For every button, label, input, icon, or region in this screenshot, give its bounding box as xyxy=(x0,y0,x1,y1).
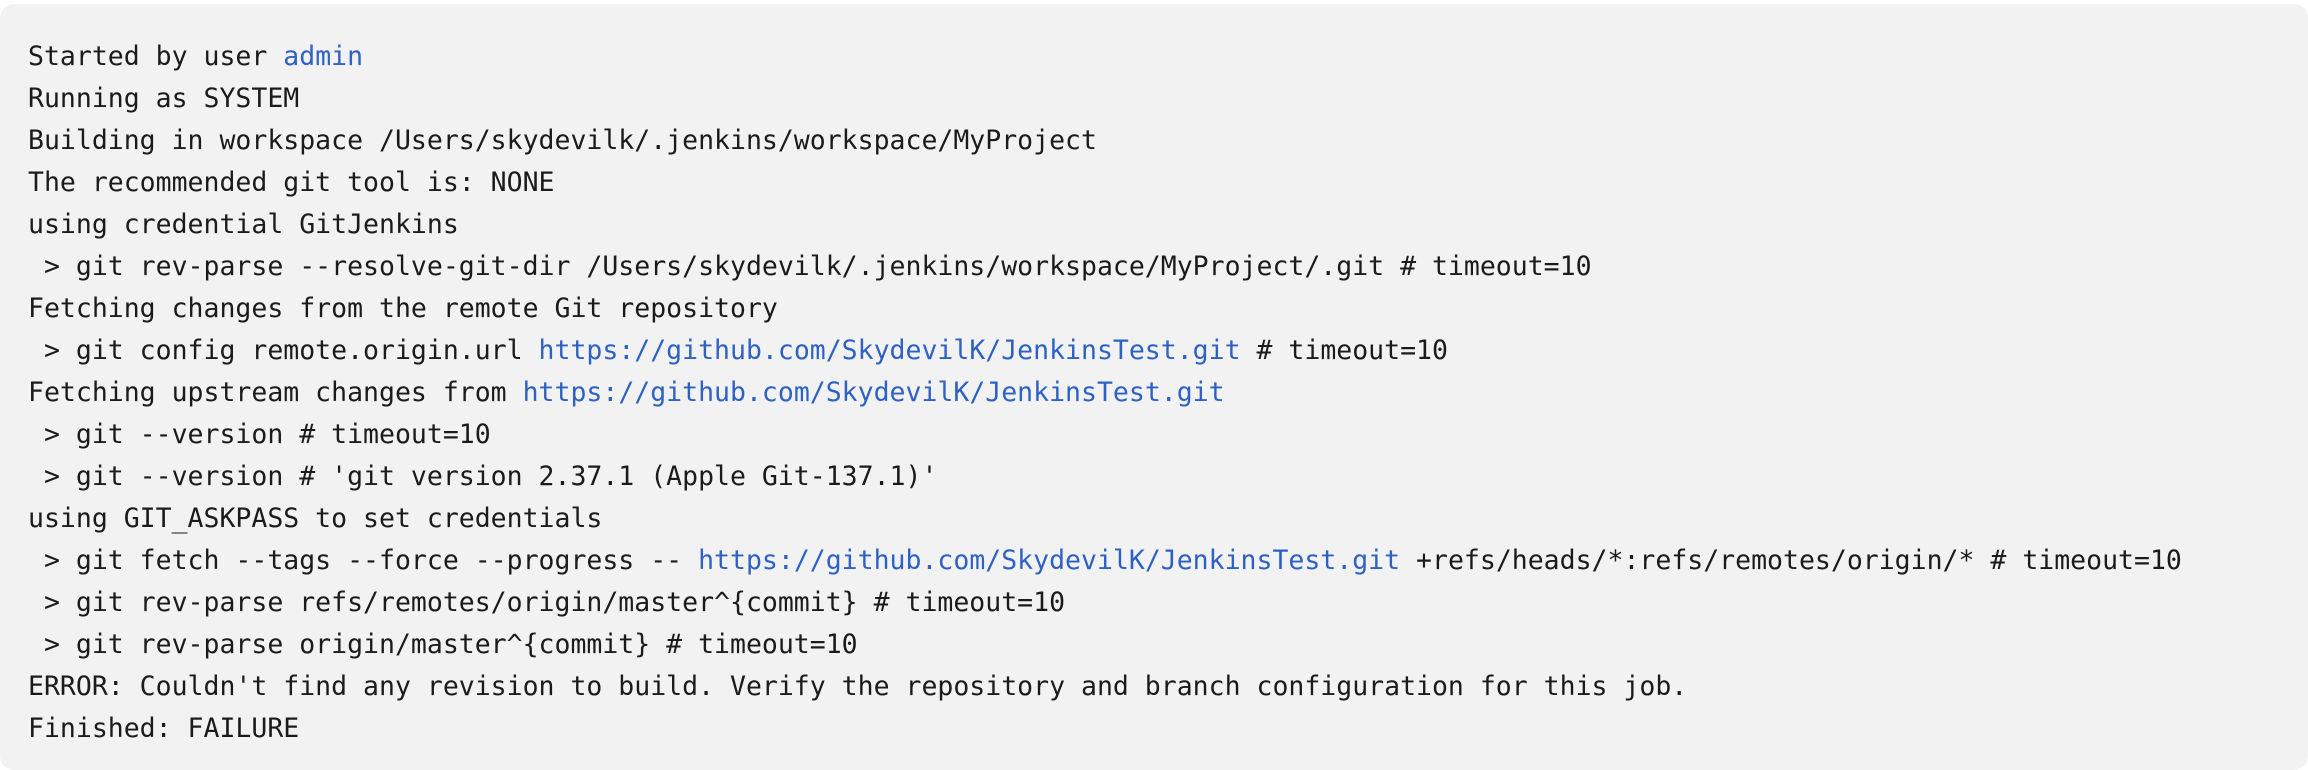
console-line: > git rev-parse refs/remotes/origin/mast… xyxy=(28,582,2280,624)
console-link[interactable]: https://github.com/SkydevilK/JenkinsTest… xyxy=(522,377,1225,408)
console-text-segment: > git rev-parse origin/master^{commit} #… xyxy=(28,629,858,660)
console-line: > git rev-parse origin/master^{commit} #… xyxy=(28,624,2280,666)
console-line: > git --version # timeout=10 xyxy=(28,414,2280,456)
console-line: The recommended git tool is: NONE xyxy=(28,162,2280,204)
console-text-segment: ERROR: Couldn't find any revision to bui… xyxy=(28,671,1688,702)
console-text-segment: Fetching changes from the remote Git rep… xyxy=(28,293,778,324)
console-link[interactable]: https://github.com/SkydevilK/JenkinsTest… xyxy=(538,335,1241,366)
console-line: Building in workspace /Users/skydevilk/.… xyxy=(28,120,2280,162)
console-line: > git rev-parse --resolve-git-dir /Users… xyxy=(28,246,2280,288)
console-text-segment: Finished: FAILURE xyxy=(28,713,300,744)
console-text-segment: # timeout=10 xyxy=(1240,335,1448,366)
console-text-segment: Running as SYSTEM xyxy=(28,83,300,114)
console-line: Fetching upstream changes from https://g… xyxy=(28,372,2280,414)
console-text-segment: > git rev-parse --resolve-git-dir /Users… xyxy=(28,251,1592,282)
console-line: using credential GitJenkins xyxy=(28,204,2280,246)
console-line: > git --version # 'git version 2.37.1 (A… xyxy=(28,456,2280,498)
console-text-segment: Building in workspace /Users/skydevilk/.… xyxy=(28,125,1097,156)
console-text-segment: > git fetch --tags --force --progress -- xyxy=(28,545,699,576)
console-text-segment: using credential GitJenkins xyxy=(28,209,459,240)
console-text-segment: The recommended git tool is: NONE xyxy=(28,167,555,198)
console-text-segment: +refs/heads/*:refs/remotes/origin/* # ti… xyxy=(1400,545,2182,576)
console-line: Fetching changes from the remote Git rep… xyxy=(28,288,2280,330)
console-line: using GIT_ASKPASS to set credentials xyxy=(28,498,2280,540)
console-text-segment: > git --version # timeout=10 xyxy=(28,419,491,450)
console-line: Finished: FAILURE xyxy=(28,708,2280,750)
console-line: ERROR: Couldn't find any revision to bui… xyxy=(28,666,2280,708)
console-link[interactable]: https://github.com/SkydevilK/JenkinsTest… xyxy=(698,545,1401,576)
console-text-segment: Fetching upstream changes from xyxy=(28,377,523,408)
console-line: Running as SYSTEM xyxy=(28,78,2280,120)
console-text-segment: > git config remote.origin.url xyxy=(28,335,539,366)
console-link[interactable]: admin xyxy=(283,41,364,72)
console-text-segment: > git --version # 'git version 2.37.1 (A… xyxy=(28,461,938,492)
console-line: Started by user admin xyxy=(28,36,2280,78)
console-line: > git fetch --tags --force --progress --… xyxy=(28,540,2280,582)
console-text-segment: using GIT_ASKPASS to set credentials xyxy=(28,503,603,534)
console-text-segment: > git rev-parse refs/remotes/origin/mast… xyxy=(28,587,1066,618)
console-line: > git config remote.origin.url https://g… xyxy=(28,330,2280,372)
console-text-segment: Started by user xyxy=(28,41,284,72)
